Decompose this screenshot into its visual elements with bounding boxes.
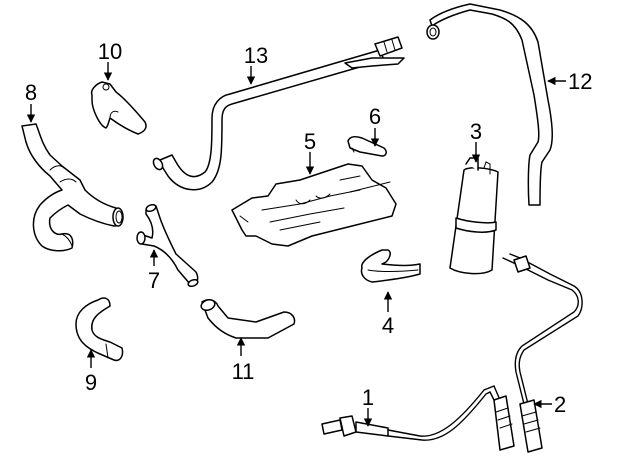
part-9-short-bent-hose[interactable] [75, 297, 124, 362]
callout-13[interactable]: 13 [244, 43, 268, 68]
callout-labels: 1 2 3 4 5 6 7 8 9 10 11 12 13 [25, 39, 593, 417]
callout-1[interactable]: 1 [362, 385, 374, 410]
callout-5[interactable]: 5 [304, 129, 316, 154]
part-6-clip[interactable] [347, 136, 387, 157]
callout-8[interactable]: 8 [25, 80, 37, 105]
part-11-bent-hose[interactable] [200, 298, 296, 339]
callout-7[interactable]: 7 [148, 268, 160, 293]
part-7-y-connector[interactable] [136, 203, 199, 288]
part-10-elbow[interactable] [90, 81, 147, 135]
part-2-sensor-lead[interactable] [502, 253, 583, 453]
part-1-sensor-lead[interactable] [321, 385, 515, 451]
callout-leaders [26, 62, 566, 427]
callout-12[interactable]: 12 [568, 69, 592, 94]
callout-9[interactable]: 9 [85, 370, 97, 395]
callout-4[interactable]: 4 [382, 313, 394, 338]
part-8-branched-hose[interactable] [21, 123, 124, 252]
callout-6[interactable]: 6 [369, 104, 381, 129]
part-5-shield-cover[interactable] [231, 163, 397, 247]
callout-10[interactable]: 10 [98, 39, 122, 64]
part-4-bracket[interactable] [360, 249, 421, 283]
callout-3[interactable]: 3 [470, 119, 482, 144]
callout-11[interactable]: 11 [232, 359, 255, 384]
part-12-long-hose[interactable] [426, 3, 553, 206]
part-3-canister[interactable] [449, 157, 499, 275]
callout-2[interactable]: 2 [554, 392, 566, 417]
part-13-pipe[interactable] [152, 36, 405, 191]
